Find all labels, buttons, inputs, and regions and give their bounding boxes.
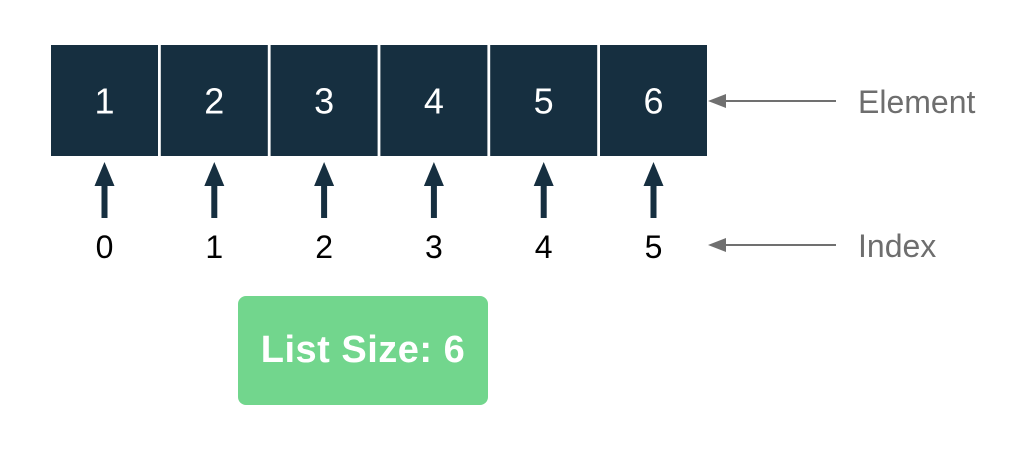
element-cell-box: [51, 45, 158, 156]
pointer-arrow: [643, 162, 664, 218]
element-value: 4: [424, 81, 444, 122]
index-value: 3: [425, 229, 443, 265]
element-value: 6: [643, 81, 663, 122]
index-callout-arrowhead: [708, 238, 726, 252]
pointer-arrowhead: [643, 162, 664, 186]
index-pointers: [94, 162, 664, 218]
element-cell-box: [160, 45, 268, 156]
index-value: 4: [535, 229, 553, 265]
list-size-badge: List Size: 6: [238, 296, 488, 405]
element-cell-box: [600, 45, 707, 156]
element-value: 1: [94, 81, 114, 122]
element-cell-box: [380, 45, 488, 156]
element-cell: 4: [380, 45, 488, 156]
pointer-arrowhead: [314, 162, 335, 186]
element-value: 3: [314, 81, 334, 122]
element-cell: 5: [490, 45, 598, 156]
element-cell: 6: [600, 45, 707, 156]
pointer-arrow: [204, 162, 225, 218]
element-cell: 2: [160, 45, 268, 156]
pointer-arrow: [533, 162, 554, 218]
element-cell-box: [270, 45, 378, 156]
index-value: 1: [205, 229, 223, 265]
index-callout: Index: [708, 228, 936, 264]
element-label: Element: [858, 84, 976, 120]
pointer-arrowhead: [533, 162, 554, 186]
element-callout: Element: [708, 84, 976, 120]
index-label: Index: [858, 228, 936, 264]
index-value: 0: [96, 229, 114, 265]
pointer-arrow: [314, 162, 335, 218]
element-cell: 1: [51, 45, 158, 156]
pointer-arrow: [423, 162, 444, 218]
element-value: 2: [204, 81, 224, 122]
index-value: 5: [645, 229, 663, 265]
pointer-arrowhead: [423, 162, 444, 186]
element-cell-box: [490, 45, 598, 156]
element-value: 5: [534, 81, 554, 122]
index-labels: 0 1 2 3 4 5: [96, 229, 663, 265]
element-callout-arrowhead: [708, 94, 726, 108]
index-value: 2: [315, 229, 333, 265]
element-cells: 1 2 3 4 5 6: [51, 45, 707, 156]
pointer-arrow: [94, 162, 115, 218]
pointer-arrowhead: [204, 162, 225, 186]
element-cell: 3: [270, 45, 378, 156]
pointer-arrowhead: [94, 162, 115, 186]
